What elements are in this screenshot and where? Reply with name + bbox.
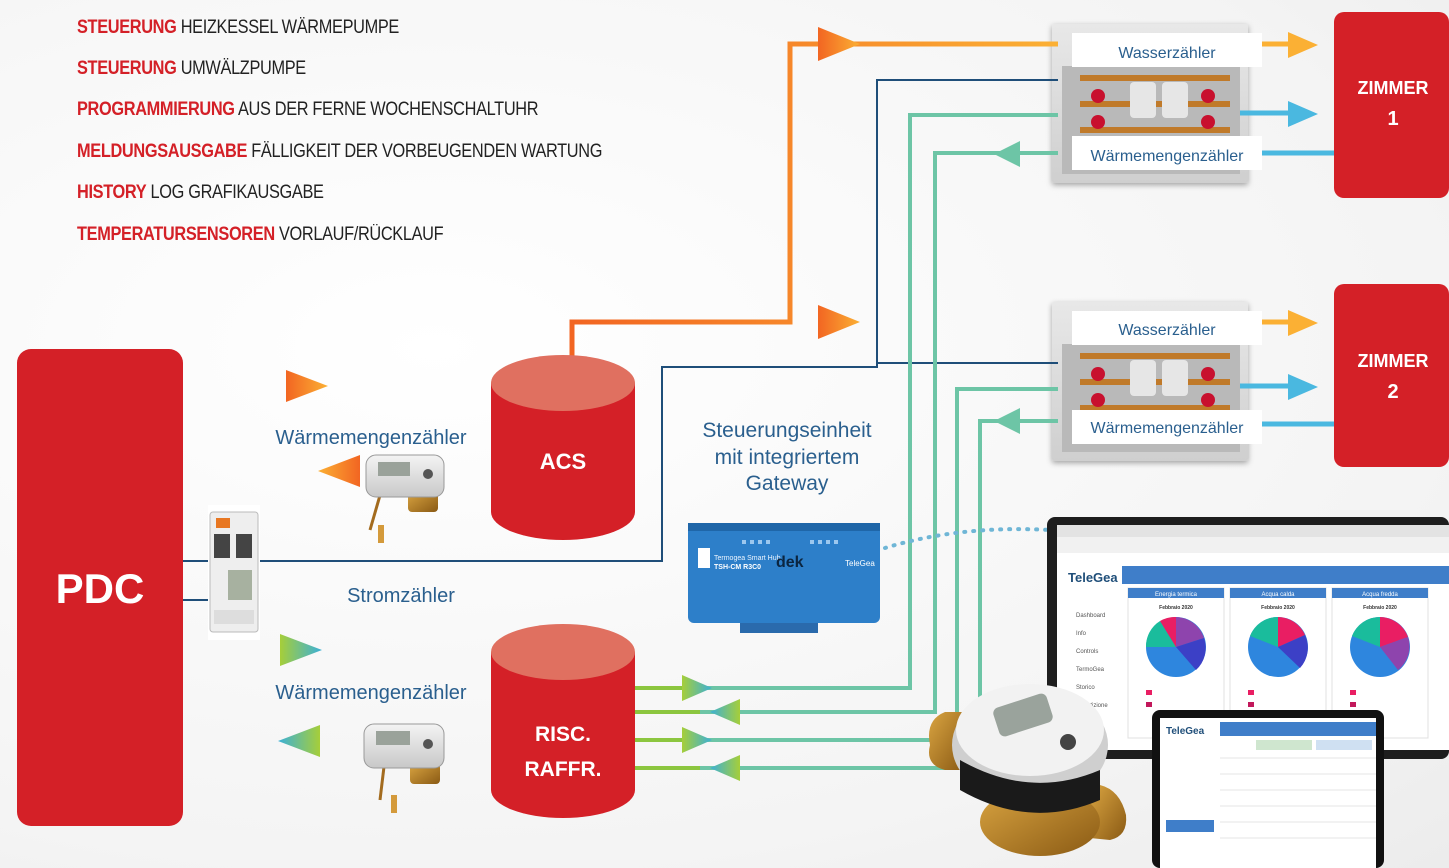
acs-label: ACS	[540, 449, 586, 474]
zimmer-1-line1: ZIMMER	[1358, 78, 1429, 98]
arrow-left	[710, 755, 740, 781]
monitor: TeleGea Dashboard Info Controls TermoGea…	[1047, 517, 1449, 759]
arrow-left	[710, 699, 740, 725]
zimmer-1-line2: 1	[1387, 108, 1398, 130]
arrow-right	[1288, 374, 1318, 400]
hub-title: Termogea Smart Hub	[714, 555, 781, 562]
wasserzaehler-label: Wasserzähler	[1118, 45, 1216, 62]
gateway-label-line1: Steuerungseinheit	[702, 419, 871, 442]
gateway-label-line3: Gateway	[746, 472, 829, 495]
arrow-right	[818, 305, 860, 339]
card-period: Febbraio 2020	[1363, 605, 1397, 611]
feature-item: STEUERUNG HEIZKESSEL WÄRMEPUMPE	[77, 17, 399, 38]
arrow-left	[278, 725, 320, 757]
card-title: Energia termica	[1155, 592, 1198, 598]
tablet-brand: TeleGea	[1166, 726, 1205, 737]
water-meter	[929, 684, 1127, 856]
card-title: Acqua fredda	[1362, 592, 1398, 598]
hub-model: TSH-CM R3C0	[714, 564, 761, 571]
arrow-left	[994, 408, 1020, 434]
feature-item: TEMPERATURSENSOREN VORLAUF/RÜCKLAUF	[77, 224, 444, 245]
control-wiring	[183, 79, 1058, 601]
arrow-left	[318, 455, 360, 487]
arrow-left	[994, 141, 1020, 167]
dashboard-brand: TeleGea	[1068, 570, 1118, 585]
feature-item: STEUERUNG UMWÄLZPUMPE	[77, 58, 306, 79]
acs-tank: ACS	[491, 355, 635, 540]
arrow-right	[1288, 101, 1318, 127]
zimmer-2-line2: 2	[1387, 381, 1398, 403]
waermemengenzaehler-label: Wärmemengenzähler	[275, 682, 467, 704]
electric-meter	[208, 505, 260, 640]
zimmer-2-line1: ZIMMER	[1358, 351, 1429, 371]
wireless-link	[883, 527, 1052, 550]
smart-hub: Termogea Smart Hub TSH-CM R3C0 dek TeleG…	[688, 523, 880, 633]
risc-tank: RISC. RAFFR.	[491, 624, 635, 818]
arrow-right	[818, 27, 860, 61]
arrow-right	[682, 675, 712, 701]
nav-storico: Storico	[1076, 685, 1095, 691]
feature-item: PROGRAMMIERUNG AUS DER FERNE WOCHENSCHAL…	[77, 99, 539, 120]
stromzaehler-label: Stromzähler	[347, 585, 455, 607]
arrow-right	[286, 370, 328, 402]
nav-termogea: TermoGea	[1076, 667, 1105, 673]
manifold-labels: Wasserzähler Wärmemengenzähler Wasserzäh…	[1072, 33, 1262, 444]
risc-label-line2: RAFFR.	[525, 758, 602, 781]
card-period: Febbraio 2020	[1159, 605, 1193, 611]
waermemengenzaehler-label: Wärmemengenzähler	[1091, 148, 1245, 165]
risc-label-line1: RISC.	[535, 723, 591, 746]
heat-meter-top	[365, 454, 445, 543]
arrow-right	[280, 634, 322, 666]
wasserzaehler-label: Wasserzähler	[1118, 322, 1216, 339]
pdc-label: PDC	[56, 565, 145, 612]
card-title: Acqua calda	[1261, 592, 1295, 598]
hub-logo: TeleGea	[845, 559, 875, 568]
waermemengenzaehler-label: Wärmemengenzähler	[1091, 420, 1245, 437]
cold-supply-pipes	[1240, 110, 1334, 427]
arrow-right	[1288, 310, 1318, 336]
card-period: Febbraio 2020	[1261, 605, 1295, 611]
hub-brand: dek	[776, 554, 804, 571]
nav-info: Info	[1076, 631, 1087, 637]
gateway-label-line2: mit integriertem	[715, 446, 860, 469]
nav-dashboard: Dashboard	[1076, 613, 1105, 619]
zimmer-2: ZIMMER 2	[1334, 284, 1449, 467]
zimmer-1: ZIMMER 1	[1334, 12, 1449, 198]
heat-meter-bottom	[363, 723, 445, 813]
feature-item: MELDUNGSAUSGABE FÄLLIGKEIT DER VORBEUGEN…	[77, 141, 603, 162]
nav-controls: Controls	[1076, 649, 1098, 655]
feature-item: HISTORY LOG GRAFIKAUSGABE	[77, 182, 324, 203]
arrow-right	[1288, 32, 1318, 58]
flow-arrows	[278, 27, 1318, 781]
pdc-unit	[17, 349, 183, 826]
waermemengenzaehler-label: Wärmemengenzähler	[275, 427, 467, 449]
arrow-right	[682, 727, 712, 753]
tablet: TeleGea	[1152, 710, 1384, 868]
